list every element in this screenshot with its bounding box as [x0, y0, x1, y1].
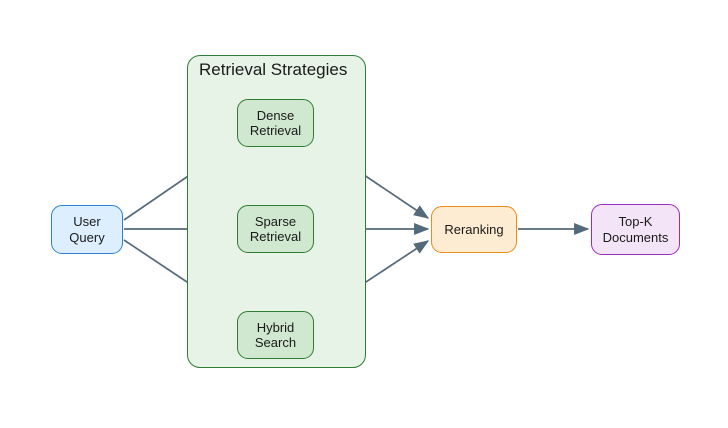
retrieval-strategies-group-label: Retrieval Strategies [199, 60, 348, 79]
node-top-k-documents[interactable]: Top-K Documents [591, 204, 680, 255]
node-reranking[interactable]: Reranking [431, 206, 517, 253]
node-sparse-retrieval[interactable]: Sparse Retrieval [237, 205, 314, 253]
node-user-query[interactable]: User Query [51, 205, 123, 254]
node-hybrid-search[interactable]: Hybrid Search [237, 311, 314, 359]
node-dense-retrieval[interactable]: Dense Retrieval [237, 99, 314, 147]
